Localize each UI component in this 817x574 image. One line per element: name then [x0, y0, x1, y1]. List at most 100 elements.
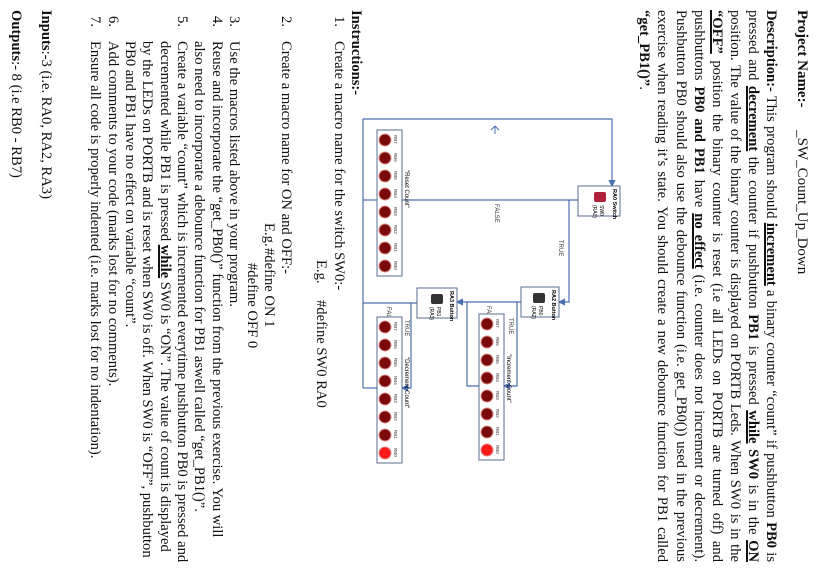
led-off: [378, 169, 392, 183]
led-label: RB3: [393, 207, 398, 216]
item-text: by the LEDs on PORTB and is reset when S…: [138, 41, 155, 558]
instruction-item: 5.Create a variable “count” which is inc…: [173, 10, 190, 565]
switch-false-line: [402, 199, 604, 215]
example-label: E.g.: [313, 260, 330, 284]
led-label: RB0: [495, 445, 500, 454]
led-off: [480, 371, 494, 385]
reset_panel-box: [376, 129, 403, 277]
inputs-line: Inputs:-3 (i.e. RA0, RA2, RA3): [37, 10, 54, 199]
switch-pin: (RA0): [591, 205, 597, 218]
button_inc-name: PB0: [537, 306, 543, 316]
true-label: TRUE: [507, 318, 513, 334]
led-on: [378, 446, 392, 460]
led-label: RB2: [393, 412, 398, 421]
instruction-item: 6.Add comments to your code (marks lost …: [103, 10, 121, 565]
led-off: [480, 353, 494, 367]
switch-name: SW0: [598, 205, 604, 216]
led-off: [378, 241, 392, 255]
text-segment: Create a macro name for the switch SW0:-: [330, 41, 347, 291]
item-text: Reuse and incorporate the “get_PB0()” fu…: [207, 41, 225, 537]
led-off: [378, 320, 392, 334]
led-label: RB5: [393, 358, 398, 367]
led-label: RB3: [495, 391, 500, 400]
led-label: RB6: [393, 340, 398, 349]
led-off: [378, 338, 392, 352]
true-label: TRUE: [403, 320, 409, 336]
outputs-line: Outputs:- 8 (i.e RB0 - RB7): [7, 10, 24, 178]
item-text: Add comments to your code (marks lost fo…: [103, 41, 121, 387]
item-text: Use the macros listed above in your prog…: [225, 41, 242, 307]
decrement_panel-title: "Decrement Count": [403, 357, 409, 408]
led-label: RB7: [495, 319, 500, 328]
led-label: RB5: [495, 355, 500, 364]
led-label: RB1: [495, 427, 500, 436]
led-on: [480, 443, 494, 457]
led-label: RB7: [393, 322, 398, 331]
pushbutton-icon: [533, 293, 545, 303]
switch-title: RA0 Switch: [611, 189, 617, 220]
led-label: RB7: [393, 135, 398, 144]
instruction-item: 4. Reuse and incorporate the “get_PB0()” …: [207, 10, 225, 565]
text-segment: Ensure all code is properly indented (i.…: [87, 41, 104, 459]
instruction-item: 3.Use the macros listed above in your pr…: [225, 10, 242, 565]
text-segment: SW0 is “ON”. The value of count is displ…: [156, 278, 173, 552]
example-label: E.g.: [261, 223, 278, 247]
text-segment: PB0 and PB1 have no effect on variable “…: [121, 41, 138, 328]
led-label: RB6: [393, 153, 398, 162]
item-number: 2.: [278, 16, 295, 27]
example-code: #define SW0 RA0: [313, 300, 330, 408]
button_dec-name: PB1: [435, 307, 441, 317]
led-off: [378, 374, 392, 388]
button_dec-pin: (RA3): [428, 307, 434, 320]
text-segment: also need to incorporate a debounce func…: [191, 41, 208, 512]
item-number: 5.: [174, 16, 191, 27]
led-label: RB4: [393, 189, 398, 198]
item-number: 4.: [208, 16, 225, 27]
text-segment: by the LEDs on PORTB and is reset when S…: [139, 41, 156, 558]
pushbutton-icon: [431, 294, 443, 304]
instructions: Instructions:- 1.Create a macro name for…: [86, 10, 364, 565]
true-label: TRUE: [557, 240, 563, 256]
outputs-label: Outputs: [8, 10, 24, 62]
instruction-line: #define OFF 0: [242, 10, 260, 565]
inputs-label: Inputs: [38, 10, 54, 51]
instruction-line: decremented while PB1 is pressed while S…: [155, 10, 173, 565]
outputs-value: :- 8 (i.e RB0 - RB7): [8, 61, 24, 178]
instruction-line: also need to incorporate a debounce func…: [190, 10, 207, 565]
increment_panel-box: [478, 313, 505, 461]
led-off: [378, 356, 392, 370]
text-segment: Add comments to your code (marks lost fo…: [104, 41, 121, 387]
instruction-line: PB0 and PB1 have no effect on variable “…: [121, 10, 138, 565]
led-off: [378, 428, 392, 442]
instruction-line: E.g. #define SW0 RA0: [312, 10, 329, 565]
led-off: [378, 259, 392, 273]
false-label: FALSE: [493, 204, 499, 223]
item-text: decremented while PB1 is pressed while S…: [155, 41, 173, 552]
led-label: RB2: [393, 225, 398, 234]
item-text: Create a macro name for the switch SW0:-: [329, 41, 347, 291]
led-off: [378, 151, 392, 165]
arrow-icon: [490, 125, 500, 134]
example-code: #define OFF 0: [243, 263, 260, 349]
decrement_panel-box: [376, 316, 403, 464]
led-label: RB5: [393, 171, 398, 180]
example-code: #define ON 1: [261, 248, 278, 328]
led-label: RB2: [495, 409, 500, 418]
led-label: RB3: [393, 394, 398, 403]
led-off: [378, 205, 392, 219]
item-text: PB0 and PB1 have no effect on variable “…: [121, 41, 138, 327]
led-off: [480, 389, 494, 403]
instruction-item: 2. Create a macro name for ON and OFF:-: [277, 10, 294, 565]
text-segment: Create a macro name for ON and OFF:-: [278, 41, 295, 275]
led-off: [480, 407, 494, 421]
led-off: [378, 392, 392, 406]
led-off: [378, 187, 392, 201]
item-text: Create a macro name for ON and OFF:-: [277, 41, 294, 274]
led-off: [480, 425, 494, 439]
inc-button-true-line: [502, 302, 518, 390]
instructions-heading: Instructions:-: [348, 10, 364, 96]
led-label: RB1: [393, 243, 398, 252]
led-off: [480, 317, 494, 331]
led-label: RB0: [393, 448, 398, 457]
